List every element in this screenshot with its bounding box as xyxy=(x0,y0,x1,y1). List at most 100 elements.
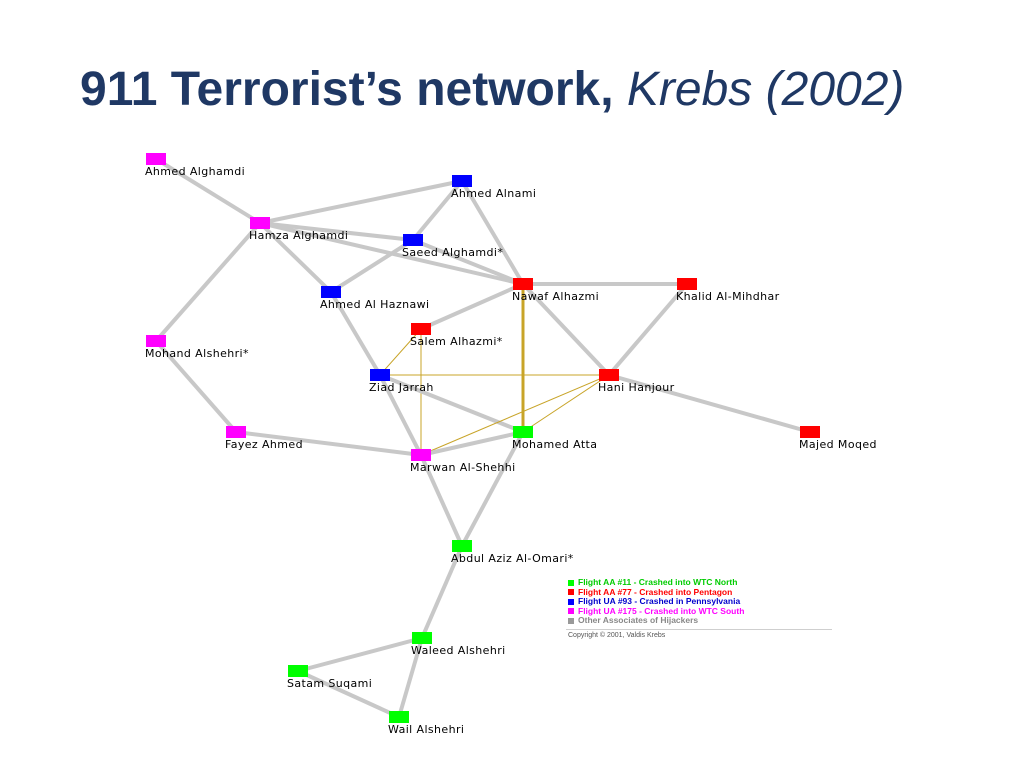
node-label: Abdul Aziz Al-Omari* xyxy=(451,552,574,565)
edge-hamza_alghamdi-ahmed_alnami xyxy=(259,179,463,225)
node-mohamed-atta: Mohamed Atta xyxy=(512,426,597,451)
node-ahmed-alghamdi: Ahmed Alghamdi xyxy=(145,153,245,178)
node-label: Nawaf Alhazmi xyxy=(512,290,599,303)
edge-ziad_jarrah-marwan_alshehhi xyxy=(378,374,423,456)
edge-hamza_alghamdi-ahmed_alhaznawi xyxy=(258,221,333,294)
node-label: Waleed Alshehri xyxy=(411,644,506,657)
edge-saeed_alghamdi-ahmed_alhaznawi xyxy=(329,238,415,294)
node-fayez-ahmed: Fayez Ahmed xyxy=(225,426,303,451)
edge-salem_alhazmi-ziad_jarrah xyxy=(379,328,422,376)
node-ahmed-alnami: Ahmed Alnami xyxy=(451,175,536,200)
node-label: Hamza Alghamdi xyxy=(249,229,348,242)
title-citation: Krebs (2002) xyxy=(626,63,905,116)
node-marker xyxy=(250,217,270,229)
edge-hani_hanjour-marwan_alshehhi xyxy=(420,374,610,456)
node-marker xyxy=(321,286,341,298)
node-marker xyxy=(146,335,166,347)
edge-fayez_ahmed-marwan_alshehhi xyxy=(235,430,422,457)
edge-mohamed_atta-marwan_alshehhi xyxy=(420,430,524,457)
edge-ahmed_alnami-nawaf_alhazmi xyxy=(460,179,525,286)
legend-label: Flight UA #175 - Crashed into WTC South xyxy=(578,605,745,616)
edge-hamza_alghamdi-mohand_alshehri xyxy=(154,221,262,343)
node-mohand-alshehri: Mohand Alshehri* xyxy=(145,335,249,360)
node-marker xyxy=(800,426,820,438)
node-marker xyxy=(411,323,431,335)
node-label: Mohamed Atta xyxy=(512,438,597,451)
edge-ahmed_alhaznawi-ziad_jarrah xyxy=(329,290,382,377)
node-salem-alhazmi: Salem Alhazmi* xyxy=(410,323,503,348)
node-label: Ahmed Al Haznawi xyxy=(320,298,430,311)
legend-swatch xyxy=(568,617,574,624)
node-marker xyxy=(452,175,472,187)
node-label: Ahmed Alghamdi xyxy=(145,165,245,178)
node-label: Marwan Al-Shehhi xyxy=(410,461,516,474)
node-marker xyxy=(411,449,431,461)
node-label: Majed Moqed xyxy=(799,438,877,451)
node-saeed-alghamdi: Saeed Alghamdi* xyxy=(402,234,503,259)
node-marker xyxy=(370,369,390,381)
edge-ahmed_alnami-saeed_alghamdi xyxy=(411,179,464,242)
node-marker xyxy=(389,711,409,723)
legend-item: Flight AA #11 - Crashed into WTC North xyxy=(566,577,832,588)
edge-khalid_almihdhar-hani_hanjour xyxy=(607,282,689,377)
edge-hamza_alghamdi-saeed_alghamdi xyxy=(259,221,414,242)
edge-marwan_alshehhi-abdul_aziz_alomari xyxy=(419,454,464,547)
node-marker xyxy=(288,665,308,677)
node-ahmed-alhaznawi: Ahmed Al Haznawi xyxy=(320,286,430,311)
node-marker xyxy=(452,540,472,552)
edge-mohamed_atta-abdul_aziz_alomari xyxy=(460,431,525,547)
legend-item: Flight AA #77 - Crashed into Pentagon xyxy=(566,586,832,598)
legend-label: Flight AA #77 - Crashed into Pentagon xyxy=(578,586,733,597)
title-main: 911 Terrorist’s network, xyxy=(80,63,614,116)
node-majed-moqed: Majed Moqed xyxy=(799,426,877,451)
node-marker xyxy=(513,278,533,290)
legend-label: Other Associates of Hijackers xyxy=(578,615,699,625)
legend-swatch xyxy=(568,589,574,596)
node-khalid-almihdhar: Khalid Al-Mihdhar xyxy=(676,278,780,303)
node-label: Khalid Al-Mihdhar xyxy=(676,290,780,303)
node-wail-alshehri: Wail Alshehri xyxy=(388,711,464,736)
node-hamza-alghamdi: Hamza Alghamdi xyxy=(249,217,348,242)
node-label: Mohand Alshehri* xyxy=(145,347,249,360)
node-marker xyxy=(226,426,246,438)
legend-item: Other Associates of Hijackers xyxy=(566,615,832,626)
slide-title: 911 Terrorist’s network, Krebs (2002) xyxy=(80,62,904,117)
node-label: Ziad Jarrah xyxy=(369,381,434,394)
legend-item: Flight UA #93 - Crashed in Pennsylvania xyxy=(566,596,832,607)
edge-ahmed_alghamdi-hamza_alghamdi xyxy=(154,157,262,225)
edge-waleed_alshehri-wail_alshehri xyxy=(397,637,424,718)
node-nawaf-alhazmi: Nawaf Alhazmi xyxy=(512,278,599,303)
legend-swatch xyxy=(568,608,574,615)
legend-label: Flight UA #93 - Crashed in Pennsylvania xyxy=(578,596,741,606)
legend-copyright: Copyright © 2001, Valdis Krebs xyxy=(568,631,666,639)
node-marker xyxy=(146,153,166,165)
edges-layer xyxy=(154,157,811,719)
edge-saeed_alghamdi-nawaf_alhazmi xyxy=(412,238,524,286)
node-label: Hani Hanjour xyxy=(598,381,675,394)
edge-mohand_alshehri-fayez_ahmed xyxy=(154,339,238,434)
edge-nawaf_alhazmi-hani_hanjour xyxy=(521,282,611,377)
node-marker xyxy=(412,632,432,644)
node-abdul-aziz-alomari: Abdul Aziz Al-Omari* xyxy=(451,540,574,565)
node-marker xyxy=(513,426,533,438)
node-satam-suqami: Satam Suqami xyxy=(287,665,372,690)
node-hani-hanjour: Hani Hanjour xyxy=(598,369,675,394)
edge-nawaf_alhazmi-salem_alhazmi xyxy=(420,282,524,331)
node-label: Saeed Alghamdi* xyxy=(402,246,503,259)
node-label: Ahmed Alnami xyxy=(451,187,536,200)
node-waleed-alshehri: Waleed Alshehri xyxy=(411,632,506,657)
edge-abdul_aziz_alomari-waleed_alshehri xyxy=(420,545,464,639)
node-label: Satam Suqami xyxy=(287,677,372,690)
node-ziad-jarrah: Ziad Jarrah xyxy=(369,369,434,394)
edge-hani_hanjour-mohamed_atta xyxy=(522,374,610,433)
edge-hani_hanjour-majed_moqed xyxy=(608,373,811,434)
node-label: Fayez Ahmed xyxy=(225,438,303,451)
edge-satam_suqami-wail_alshehri xyxy=(297,669,400,719)
node-marker xyxy=(599,369,619,381)
node-label: Salem Alhazmi* xyxy=(410,335,503,348)
node-marker xyxy=(677,278,697,290)
node-marker xyxy=(403,234,423,246)
